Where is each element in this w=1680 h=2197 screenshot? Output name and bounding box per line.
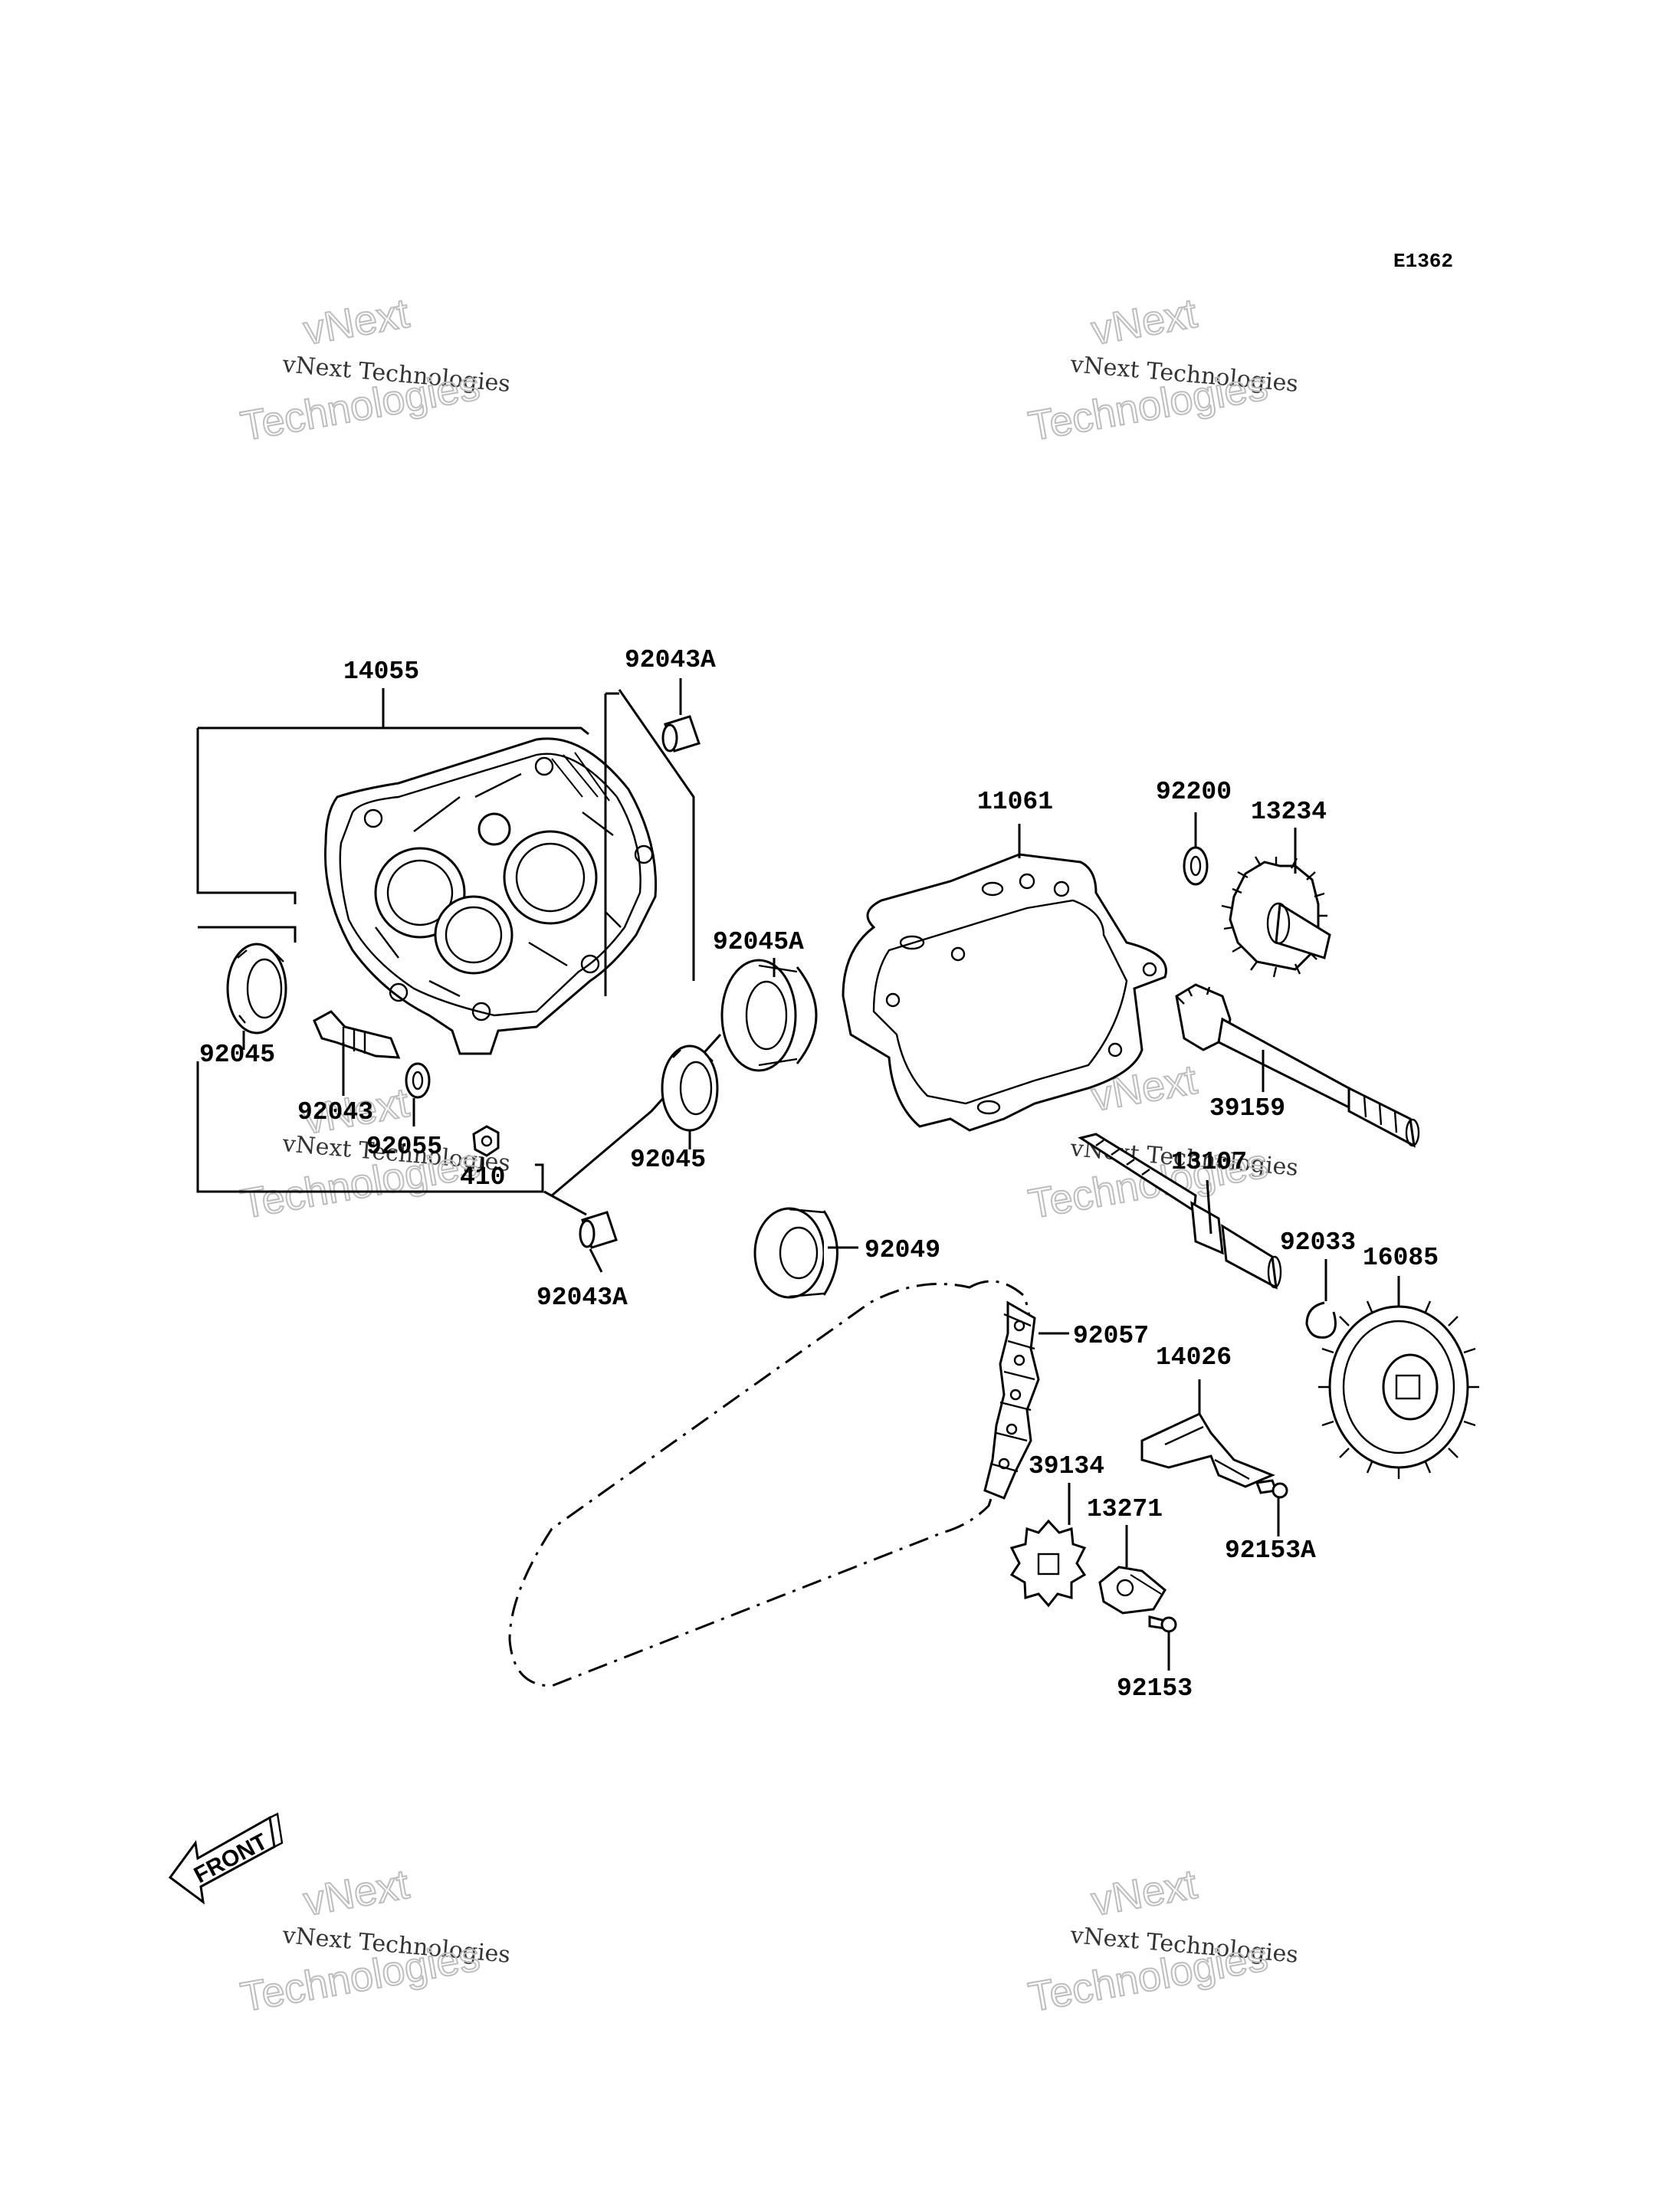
washer-92200 xyxy=(1183,846,1209,886)
leader-13107 xyxy=(1206,1179,1212,1235)
watermark-bottom-left: vNext vNext Technologies Technologies xyxy=(237,1861,512,2022)
part-label-92153: 92153 xyxy=(1117,1674,1193,1703)
stud-bolt-92043 xyxy=(313,1010,401,1059)
part-label-39159: 39159 xyxy=(1209,1094,1285,1123)
case-bore-right xyxy=(503,830,598,925)
part-label-92045-center: 92045 xyxy=(630,1146,706,1174)
oil-seal-92049 xyxy=(753,1207,838,1299)
washer-92055 xyxy=(405,1062,431,1099)
transmission-case xyxy=(323,737,658,1055)
part-label-92057: 92057 xyxy=(1073,1322,1149,1350)
part-label-92043: 92043 xyxy=(297,1098,373,1126)
part-label-13234: 13234 xyxy=(1251,798,1327,826)
part-label-92200: 92200 xyxy=(1156,778,1232,806)
part-label-13271: 13271 xyxy=(1087,1495,1163,1523)
watermark-top-right: vNext vNext Technologies Technologies xyxy=(1025,290,1300,451)
nut-410 xyxy=(472,1125,500,1157)
part-label-11061: 11061 xyxy=(977,788,1053,816)
dowel-pin-92043A-top xyxy=(661,715,701,753)
part-label-92045-left: 92045 xyxy=(199,1041,275,1069)
chain-92057 xyxy=(508,1280,1040,1687)
watermark-outline-top: vNext xyxy=(1088,290,1200,354)
part-label-92033: 92033 xyxy=(1280,1228,1356,1257)
watermark-outline-top: vNext xyxy=(300,1861,412,1925)
chain-guide-14026 xyxy=(1140,1412,1275,1488)
part-label-16085: 16085 xyxy=(1363,1244,1439,1272)
leader-92043A-bottom xyxy=(543,1190,603,1273)
part-label-14055: 14055 xyxy=(343,657,419,686)
part-label-92153A: 92153A xyxy=(1225,1536,1316,1565)
part-label-410: 410 xyxy=(460,1163,505,1192)
bearing-92045-center xyxy=(661,1044,719,1132)
bolt-92153A xyxy=(1255,1479,1288,1499)
part-label-39134: 39134 xyxy=(1029,1452,1104,1481)
gear-13234 xyxy=(1221,856,1331,978)
gasket-11061 xyxy=(842,853,1167,1132)
front-arrow-icon: FRONT xyxy=(168,1812,284,1905)
watermark-outline-top: vNext xyxy=(300,290,412,354)
part-label-14026: 14026 xyxy=(1156,1343,1232,1372)
plate-13271 xyxy=(1098,1566,1166,1615)
sprocket-39134 xyxy=(1009,1519,1087,1608)
part-label-92045A: 92045A xyxy=(713,928,804,956)
dowel-pin-92043A-bottom xyxy=(579,1211,618,1249)
watermark-outline-top: vNext xyxy=(1088,1861,1200,1925)
circlip-92033 xyxy=(1305,1301,1337,1339)
bearing-92045-left xyxy=(226,943,287,1035)
part-label-92049: 92049 xyxy=(865,1236,940,1264)
part-label-92043A-bottom: 92043A xyxy=(536,1284,628,1312)
part-label-13107: 13107 xyxy=(1171,1148,1247,1176)
part-label-92043A-top: 92043A xyxy=(625,646,716,674)
shaft-39159 xyxy=(1175,983,1420,1148)
gear-16085 xyxy=(1318,1295,1479,1479)
diagram-code: E1362 xyxy=(1393,250,1453,273)
dowel-bracket xyxy=(604,689,695,996)
case-leader xyxy=(198,926,297,943)
bearing-92045A xyxy=(720,959,818,1072)
shaft-13107 xyxy=(1078,1133,1282,1290)
bolt-92153 xyxy=(1148,1615,1177,1633)
watermark-top-left: vNext vNext Technologies Technologies xyxy=(237,290,512,451)
watermark-bottom-right: vNext vNext Technologies Technologies xyxy=(1025,1861,1300,2022)
part-label-92055: 92055 xyxy=(366,1133,442,1161)
